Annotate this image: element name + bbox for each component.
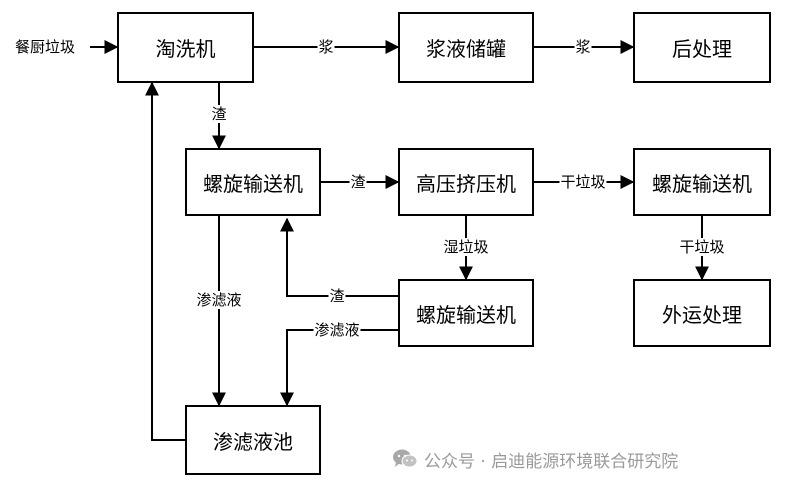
watermark: 公众号 · 启迪能源环境联合研究院 [392, 446, 678, 472]
node-slurry-tank: 浆液储罐 [398, 12, 534, 83]
label-press-to-conveyor3: 湿垃圾 [442, 238, 490, 256]
arrow-conveyor3-to-pool [280, 329, 398, 407]
label-conveyor2-to-disposal: 干垃圾 [678, 238, 726, 256]
node-post-treatment: 后处理 [633, 12, 771, 83]
label-tank-to-post: 浆 [574, 38, 592, 56]
node-filtrate-pool: 渗滤液池 [185, 405, 321, 475]
label-conveyor1-to-press: 渣 [349, 173, 367, 191]
label-conveyor3-to-pool: 渗滤液 [313, 321, 361, 339]
arrow-pool-to-washer [145, 81, 185, 441]
node-screw-conveyor-2: 螺旋输送机 [633, 148, 771, 216]
wechat-icon [393, 449, 418, 468]
label-conveyor1-to-pool: 渗滤液 [195, 291, 243, 309]
label-press-to-conveyor2: 干垃圾 [559, 173, 607, 191]
label-washer-to-conveyor1: 渣 [210, 105, 228, 123]
arrow-conveyor3-to-conveyor1 [280, 217, 398, 297]
node-external-disposal: 外运处理 [633, 279, 771, 347]
label-conveyor3-to-conveyor1: 渣 [328, 287, 346, 305]
node-screw-conveyor-1: 螺旋输送机 [185, 148, 321, 216]
label-washer-to-tank: 浆 [317, 38, 335, 56]
node-high-pressure-press: 高压挤压机 [398, 148, 534, 216]
node-screw-conveyor-3: 螺旋输送机 [398, 279, 534, 347]
watermark-text: 公众号 · 启迪能源环境联合研究院 [424, 451, 679, 472]
label-input: 餐厨垃圾 [13, 38, 77, 56]
node-washer: 淘洗机 [117, 12, 254, 83]
